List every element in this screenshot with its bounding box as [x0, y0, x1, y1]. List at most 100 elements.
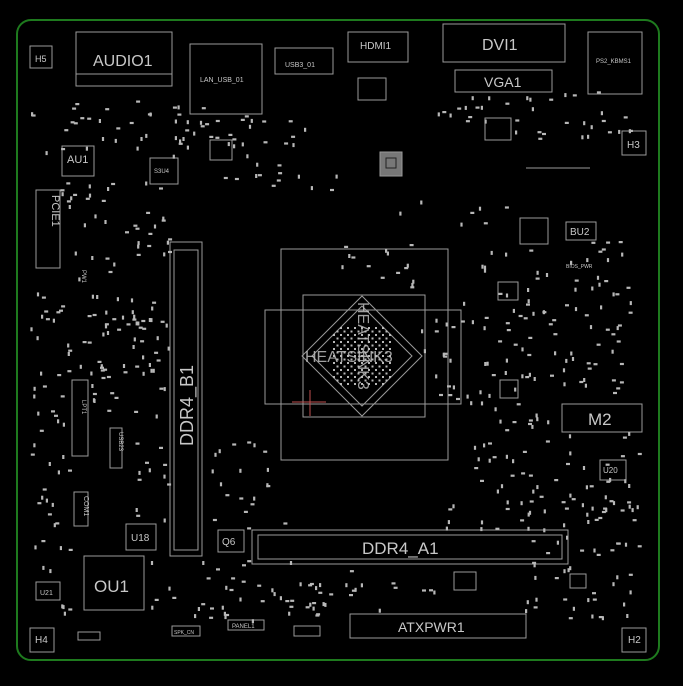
label-lan-usb: LAN_USB_01 — [200, 77, 244, 84]
die-ball — [350, 365, 353, 368]
pad — [351, 589, 356, 592]
die-ball — [347, 362, 349, 364]
pad — [63, 611, 66, 616]
pad — [116, 297, 119, 302]
pad — [579, 380, 584, 384]
pad — [475, 106, 480, 109]
pad — [104, 323, 109, 326]
pad — [289, 561, 293, 565]
pad — [260, 600, 265, 603]
pad — [51, 502, 54, 507]
pad — [609, 477, 612, 482]
pad — [246, 154, 249, 159]
pad — [145, 461, 149, 464]
pad — [319, 583, 322, 588]
pad — [67, 370, 72, 373]
pad — [141, 319, 146, 323]
pad — [593, 548, 596, 553]
pad — [391, 582, 396, 585]
pad — [156, 336, 159, 341]
pad — [290, 599, 295, 602]
label-ou1: OU1 — [94, 577, 129, 596]
pad — [632, 519, 637, 522]
pad — [435, 374, 438, 379]
usb3-connector-outline — [274, 47, 334, 75]
mount-hole-h5 — [29, 45, 53, 69]
pad — [460, 222, 463, 227]
pad — [631, 508, 634, 513]
pad — [105, 310, 108, 315]
pad — [186, 145, 189, 150]
pad — [378, 608, 381, 613]
pad — [289, 605, 294, 608]
pad — [586, 512, 589, 517]
ps2-connector-outline — [587, 31, 643, 95]
pad — [70, 121, 75, 124]
pad — [601, 119, 606, 123]
pad — [619, 362, 624, 366]
pad — [617, 324, 622, 327]
die-ball — [340, 376, 342, 378]
label-u20: U20 — [603, 466, 618, 475]
pad — [137, 241, 140, 246]
die-ball — [378, 358, 381, 361]
pad — [344, 245, 349, 248]
pad — [322, 602, 325, 607]
die-ball — [357, 344, 360, 347]
pad — [36, 336, 39, 341]
pad — [240, 118, 245, 121]
die-ball — [368, 362, 370, 364]
pad — [572, 606, 575, 611]
pad — [156, 359, 161, 362]
pad — [247, 560, 252, 563]
pad — [468, 116, 473, 119]
pad — [227, 142, 230, 147]
pad — [587, 520, 590, 524]
pad — [68, 548, 73, 551]
pad — [567, 568, 570, 573]
component-pad-field — [30, 91, 642, 624]
pad — [565, 358, 568, 363]
pad — [574, 287, 577, 292]
ddr4-a1-slot — [251, 529, 569, 565]
pad — [145, 181, 148, 186]
pad — [31, 112, 34, 117]
pad — [98, 119, 101, 123]
label-h3: H3 — [627, 140, 640, 151]
die-ball — [343, 351, 346, 354]
pad — [470, 401, 473, 406]
pad — [522, 450, 527, 453]
die-ball — [347, 327, 349, 329]
die-ball — [375, 369, 377, 371]
pad — [41, 540, 46, 543]
die-ball — [350, 330, 353, 333]
pad — [61, 604, 64, 609]
pad — [68, 469, 72, 472]
pad — [596, 553, 601, 556]
pad — [90, 371, 93, 376]
die-ball — [389, 362, 391, 364]
die-ball — [361, 348, 363, 350]
pad — [45, 318, 50, 321]
pad — [443, 352, 448, 355]
pad — [533, 606, 538, 609]
pad — [135, 442, 140, 445]
pad — [102, 332, 105, 337]
label-ddr4-b1: DDR4_B1 — [177, 365, 198, 446]
die-ball — [375, 348, 377, 350]
label-audio1: AUDIO1 — [93, 53, 153, 70]
pad — [526, 600, 529, 605]
pad — [291, 135, 296, 138]
pad — [474, 467, 479, 470]
label-usb3: USB3_01 — [285, 62, 315, 69]
die-ball — [333, 376, 335, 378]
pad — [535, 277, 540, 280]
pad — [583, 121, 586, 126]
atx-power-connector — [349, 613, 527, 639]
pad — [243, 510, 248, 513]
pad — [151, 605, 154, 610]
pad — [271, 588, 274, 593]
pad — [305, 606, 310, 609]
pad — [92, 392, 97, 396]
pad — [606, 258, 610, 263]
